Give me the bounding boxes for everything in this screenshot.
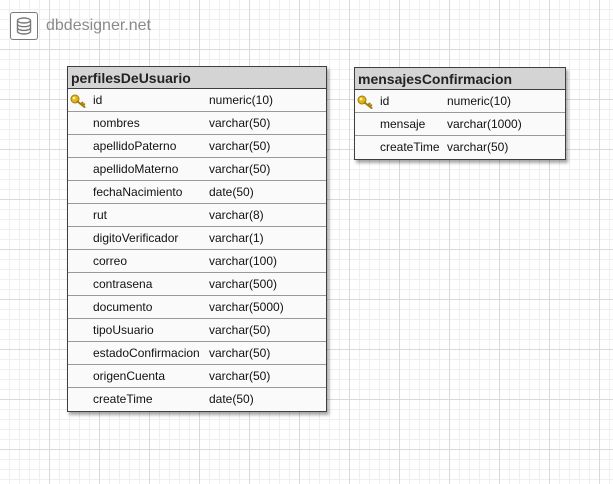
field-row[interactable]: id numeric(10) xyxy=(68,89,326,112)
field-name: mensaje xyxy=(380,117,426,131)
field-row[interactable]: digitoVerificador varchar(1) xyxy=(68,227,326,250)
field-type: date(50) xyxy=(209,392,254,406)
field-name: fechaNacimiento xyxy=(93,185,183,199)
field-name: rut xyxy=(93,208,108,222)
field-type: varchar(1000) xyxy=(447,117,522,131)
field-row[interactable]: correo varchar(100) xyxy=(68,250,326,273)
field-type: numeric(10) xyxy=(447,94,512,108)
field-row[interactable]: id numeric(10) xyxy=(355,90,565,113)
field-row[interactable]: apellidoPaterno varchar(50) xyxy=(68,135,326,158)
field-type: varchar(8) xyxy=(209,208,264,222)
field-name: nombres xyxy=(93,116,140,130)
field-name: origenCuenta xyxy=(93,369,166,383)
table-title[interactable]: mensajesConfirmacion xyxy=(355,68,565,90)
field-type: varchar(50) xyxy=(447,140,509,154)
field-row[interactable]: nombres varchar(50) xyxy=(68,112,326,135)
field-type: varchar(50) xyxy=(209,116,271,130)
brand-name: dbdesigner.net xyxy=(46,17,151,34)
field-row[interactable]: estadoConfirmacion varchar(50) xyxy=(68,342,326,365)
field-row[interactable]: mensaje varchar(1000) xyxy=(355,113,565,136)
field-row[interactable]: createTime varchar(50) xyxy=(355,136,565,159)
brand[interactable]: dbdesigner.net xyxy=(10,10,151,42)
table-mensajesConfirmacion[interactable]: mensajesConfirmacion id numeric(10) mensaj… xyxy=(354,67,566,160)
field-row[interactable]: createTime date(50) xyxy=(68,388,326,411)
field-name: estadoConfirmacion xyxy=(93,346,200,360)
field-row[interactable]: fechaNacimiento date(50) xyxy=(68,181,326,204)
key-icon xyxy=(70,93,86,108)
field-name: documento xyxy=(93,300,153,314)
field-type: varchar(50) xyxy=(209,162,271,176)
field-name: apellidoMaterno xyxy=(93,162,179,176)
field-row[interactable]: rut varchar(8) xyxy=(68,204,326,227)
field-type: varchar(5000) xyxy=(209,300,284,314)
field-type: varchar(500) xyxy=(209,277,278,291)
field-name: digitoVerificador xyxy=(93,231,179,245)
field-name: contrasena xyxy=(93,277,153,291)
field-name: tipoUsuario xyxy=(93,323,154,337)
field-type: varchar(100) xyxy=(209,254,278,268)
table-title[interactable]: perfilesDeUsuario xyxy=(68,67,326,89)
field-type: varchar(1) xyxy=(209,231,264,245)
field-type: varchar(50) xyxy=(209,346,271,360)
field-type: date(50) xyxy=(209,185,254,199)
field-row[interactable]: origenCuenta varchar(50) xyxy=(68,365,326,388)
field-row[interactable]: documento varchar(5000) xyxy=(68,296,326,319)
field-row[interactable]: apellidoMaterno varchar(50) xyxy=(68,158,326,181)
field-name: correo xyxy=(93,254,128,268)
field-type: varchar(50) xyxy=(209,369,271,383)
field-name: createTime xyxy=(93,392,153,406)
database-icon xyxy=(10,12,38,40)
table-perfilesDeUsuario[interactable]: perfilesDeUsuario id numeric(10) nombres va… xyxy=(67,66,327,412)
field-name: apellidoPaterno xyxy=(93,139,177,153)
field-row[interactable]: tipoUsuario varchar(50) xyxy=(68,319,326,342)
field-type: numeric(10) xyxy=(209,93,274,107)
field-type: varchar(50) xyxy=(209,139,271,153)
field-type: varchar(50) xyxy=(209,323,271,337)
field-name: id xyxy=(380,94,390,108)
key-icon xyxy=(357,94,373,109)
field-list: id numeric(10) mensaje varchar(1000) createT… xyxy=(355,90,565,159)
field-name: id xyxy=(93,93,103,107)
field-name: createTime xyxy=(380,140,440,154)
field-row[interactable]: contrasena varchar(500) xyxy=(68,273,326,296)
